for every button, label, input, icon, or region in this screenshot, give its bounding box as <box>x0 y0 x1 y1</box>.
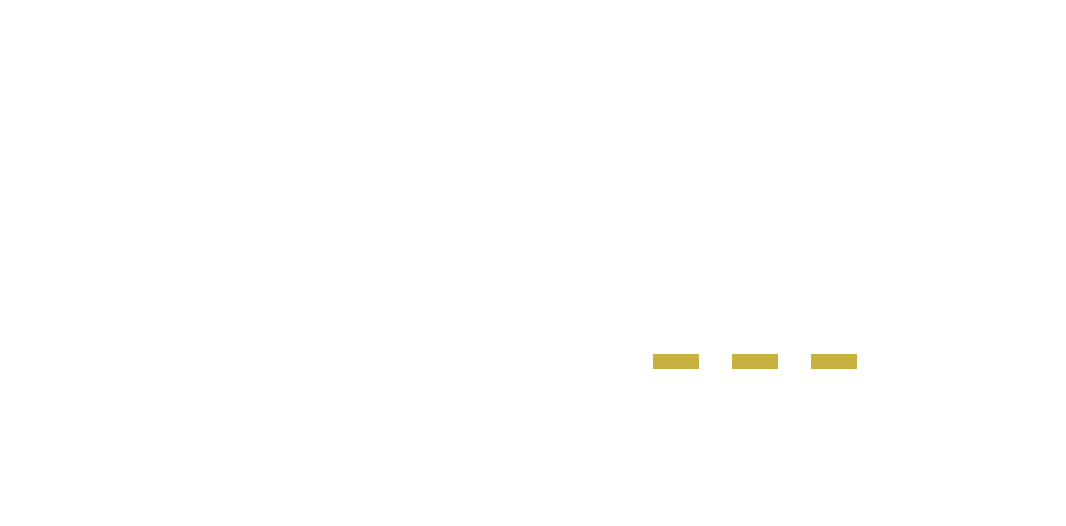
loading-dot <box>732 354 778 369</box>
loading-dot <box>653 354 699 369</box>
loading-indicator <box>653 354 857 369</box>
loading-dot <box>811 354 857 369</box>
